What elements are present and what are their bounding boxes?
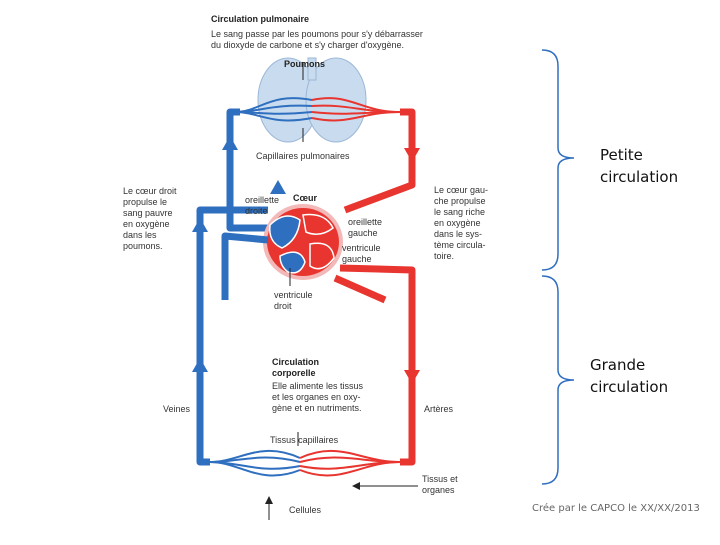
pulmonary-artery-top-arrow [270,180,286,194]
systemic-artery-red [339,264,416,466]
arteries-label: Artères [424,404,454,414]
bracket-grande [541,275,575,485]
cells-label: Cellules [289,505,322,515]
organs-pointer-arrow [352,482,360,490]
systemic-vein-arrow-top [192,218,208,232]
pulmonary-text-line1: Le sang passe par les poumons pour s'y d… [211,29,423,39]
credit-text: Crée par le CAPCO le XX/XX/2013 [532,503,700,514]
pulmonary-text-line2: du dioxyde de carbone et s'y charger d'o… [211,40,405,50]
systemic-vein-blue-inner [221,232,269,300]
pulmonary-vein-arrow [404,148,420,162]
pulmonary-title: Circulation pulmonaire [211,14,310,24]
pulmonary-artery-arrow [222,136,238,150]
tissue-capillaries [209,449,401,477]
lungs-label: Poumons [284,59,326,69]
tissue-capillaries-label: Tissus capillaires [270,435,339,445]
pulmonary-capillaries [234,97,401,122]
heart-title: Cœur [293,193,317,203]
systemic-artery-arrow [404,370,420,384]
pulmonary-artery-blue [226,108,268,232]
systemic-vein-arrow-bottom [192,358,208,372]
heart-shape [263,204,343,280]
bracket-petite [541,49,575,271]
cells-pointer-arrow [265,496,273,504]
systemic-artery-red-inner [333,274,387,304]
veins-label: Veines [163,404,191,414]
pulmonary-capillaries-label: Capillaires pulmonaires [256,151,350,161]
systemic-vein-blue [196,206,268,466]
